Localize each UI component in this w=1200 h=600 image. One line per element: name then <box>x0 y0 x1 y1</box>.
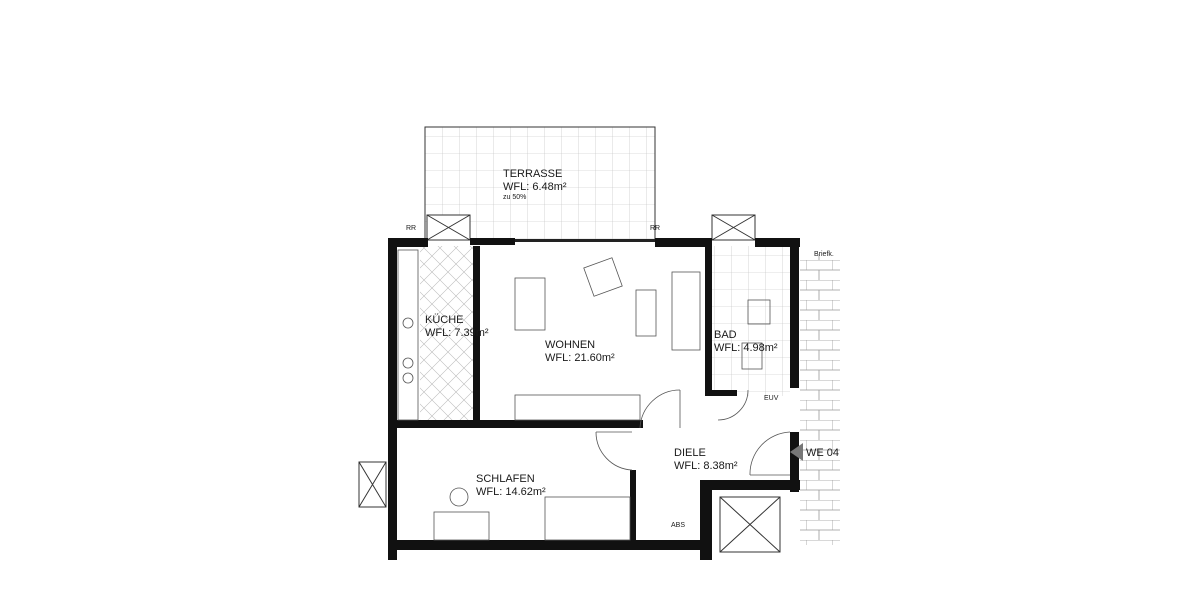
kitchen-tiles <box>420 246 475 422</box>
hall-area: WFL: 8.38m² <box>674 460 738 472</box>
kitchen-area: WFL: 7.39m² <box>425 327 489 339</box>
terrace-note: zu 50% <box>503 194 526 201</box>
rr-left-label: RR <box>406 225 416 232</box>
living-name: WOHNEN <box>545 339 595 351</box>
unit-label: WE 04 <box>806 447 839 459</box>
bath-name: BAD <box>714 329 737 341</box>
bath-tiles <box>712 246 790 396</box>
bedroom-area: WFL: 14.62m² <box>476 486 546 498</box>
mailbox-label: Briefk. <box>814 251 834 258</box>
furniture <box>397 249 771 541</box>
rr-right-label: RR <box>650 225 660 232</box>
abs-label: ABS <box>671 522 685 529</box>
kitchen-name: KÜCHE <box>425 314 464 326</box>
bath-area: WFL: 4.98m² <box>714 342 778 354</box>
bedroom-name: SCHLAFEN <box>476 473 535 485</box>
euv-label: EUV <box>764 395 779 402</box>
window-box-side <box>358 461 387 508</box>
living-area: WFL: 21.60m² <box>545 352 615 364</box>
terrace-name: TERRASSE <box>503 168 562 180</box>
entrance-arrow-icon <box>790 443 803 461</box>
doors <box>595 389 791 476</box>
walls <box>388 238 800 560</box>
hall-name: DIELE <box>674 447 706 459</box>
window-box-left <box>426 214 471 241</box>
brick-facade <box>800 255 840 545</box>
window-box-right <box>711 214 756 241</box>
terrace-area: WFL: 6.48m² <box>503 181 567 193</box>
